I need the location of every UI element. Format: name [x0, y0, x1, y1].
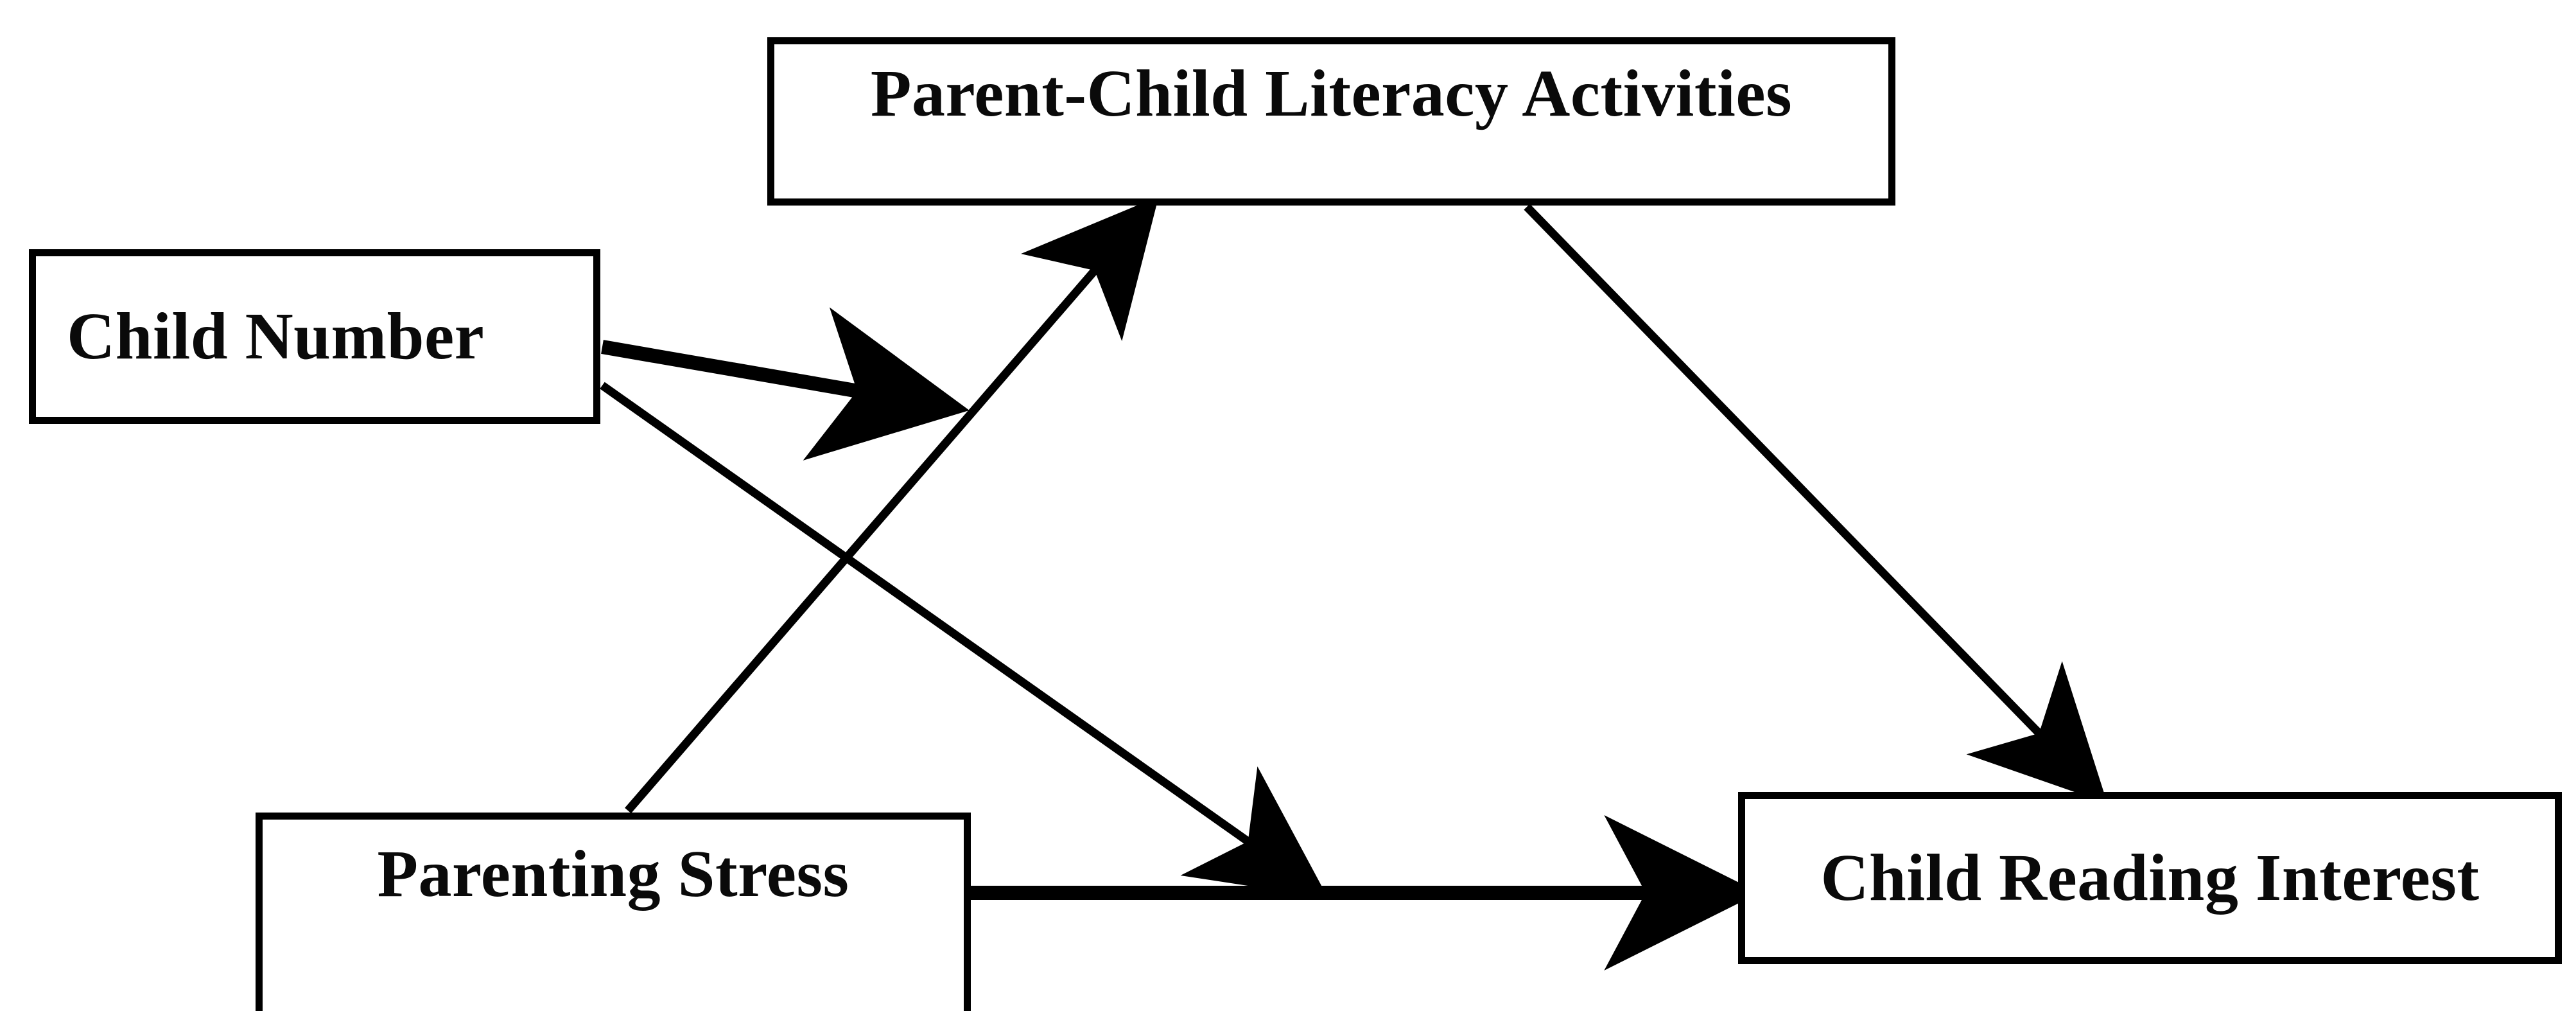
- edge-number-moderates-stress-to-literacy: [601, 307, 970, 461]
- node-label-parenting-stress: Parenting Stress: [377, 837, 849, 911]
- edge-stress-to-literacy: [625, 196, 1159, 814]
- node-child-number[interactable]: Child Number: [29, 249, 600, 424]
- node-parenting-stress[interactable]: Parenting Stress: [256, 813, 971, 1011]
- edge-number-moderates-stress-to-interest: [600, 382, 1328, 898]
- edge-literacy-to-interest: [1524, 204, 2108, 804]
- node-parent-child-literacy-activities[interactable]: Parent-Child Literacy Activities: [767, 37, 1895, 206]
- node-label-child-number: Child Number: [67, 299, 485, 374]
- node-label-parent-child-literacy-activities: Parent-Child Literacy Activities: [870, 57, 1793, 130]
- node-label-child-reading-interest: Child Reading Interest: [1820, 841, 2480, 915]
- node-child-reading-interest[interactable]: Child Reading Interest: [1738, 792, 2562, 964]
